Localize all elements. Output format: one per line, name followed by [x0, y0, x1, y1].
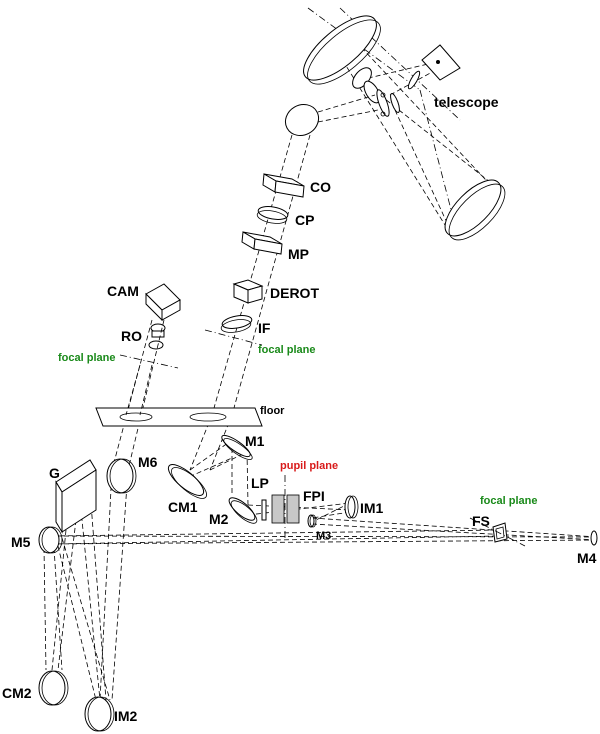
m3-mirror-icon: M3	[307, 514, 331, 542]
label-floor: floor	[260, 405, 285, 417]
label-focal-plane-center: focal plane	[258, 344, 315, 356]
label-m2: M2	[209, 511, 229, 527]
label-m4: M4	[577, 550, 597, 566]
label-im1: IM1	[360, 500, 384, 516]
telescope-fold-mirror-icon	[284, 103, 320, 137]
label-cm1: CM1	[168, 499, 198, 515]
label-g: G	[49, 465, 60, 481]
label-focal-plane-left: focal plane	[58, 352, 115, 364]
label-m5: M5	[11, 534, 31, 550]
label-mp: MP	[288, 246, 309, 262]
m1-mirror-icon: M1	[221, 433, 265, 460]
m4-mirror-icon: M4	[577, 530, 598, 566]
co-element: CO	[262, 173, 331, 198]
focal-plane-center-line	[204, 329, 263, 346]
if-element: IF	[220, 315, 271, 336]
telescope-secondary-optics-icon	[352, 67, 421, 117]
label-focal-plane-right: focal plane	[480, 495, 537, 507]
label-cp: CP	[295, 212, 314, 228]
label-pupil-plane: pupil plane	[280, 460, 338, 472]
label-lp: LP	[251, 475, 269, 491]
label-m6: M6	[138, 454, 158, 470]
ro-element: RO	[121, 323, 166, 350]
im1-mirror-icon: IM1	[344, 495, 384, 519]
mp-element: MP	[241, 231, 309, 262]
m6-mirror-icon: M6	[106, 454, 158, 494]
telescope-primary-mirror-icon	[303, 15, 381, 85]
m5-mirror-icon: M5	[11, 526, 63, 554]
fpi-element: FPI	[271, 475, 325, 540]
label-co: CO	[310, 179, 331, 195]
label-m1: M1	[245, 433, 265, 449]
cam-element: CAM	[107, 283, 181, 322]
im2-mirror-icon: IM2	[84, 696, 138, 732]
derot-element: DEROT	[232, 279, 319, 304]
label-derot: DEROT	[270, 285, 319, 301]
bench-rays	[43, 439, 598, 701]
cm1-mirror-icon: CM1	[167, 464, 208, 515]
label-ro: RO	[121, 328, 142, 344]
label-fpi: FPI	[303, 488, 325, 504]
label-cm2: CM2	[2, 685, 32, 701]
lp-element: LP	[251, 475, 269, 521]
label-im2: IM2	[114, 708, 138, 724]
focal-plane-left-line	[119, 354, 179, 369]
cm2-mirror-icon: CM2	[2, 670, 69, 706]
telescope-focal-plate-icon	[421, 44, 461, 81]
fs-element: FS focal plane	[469, 495, 537, 547]
label-fs: FS	[472, 513, 490, 529]
label-telescope: telescope	[434, 94, 499, 110]
floor-plate: floor	[95, 405, 285, 427]
m2-mirror-icon: M2	[209, 497, 258, 527]
telescope-assembly: telescope	[284, 7, 506, 241]
label-cam: CAM	[107, 283, 139, 299]
label-m3: M3	[316, 530, 331, 542]
cp-element: CP	[256, 206, 314, 228]
g-grating: G	[49, 459, 97, 534]
label-if: IF	[258, 320, 271, 336]
telescope-large-mirror-icon	[444, 179, 506, 241]
